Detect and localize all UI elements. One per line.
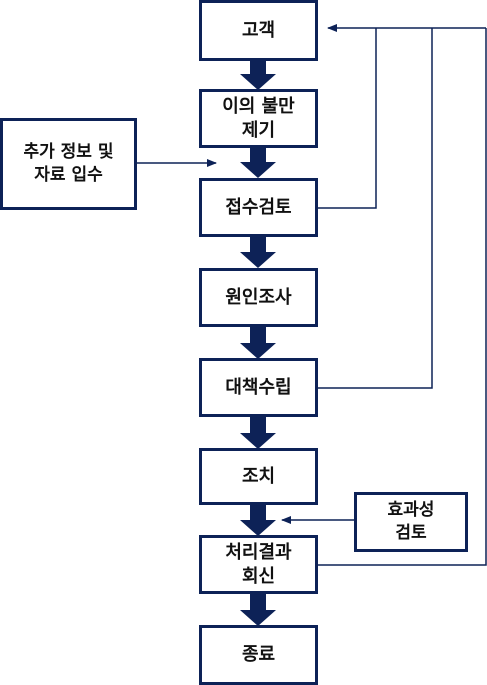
main-flow-arrows [240, 61, 276, 626]
box-end: 종료 [199, 625, 318, 685]
feedback-line-result [318, 28, 487, 566]
feedback-lines [137, 24, 487, 566]
box-action: 조치 [199, 448, 318, 505]
block-arrow-review-to-investigation [240, 237, 276, 268]
block-arrow-customer-to-complaint [240, 61, 276, 90]
block-arrow-planning-to-action [240, 417, 276, 449]
feedback-line-planning [318, 28, 433, 389]
box-planning: 대책수립 [199, 358, 318, 417]
feedback-line-review [318, 28, 377, 209]
box-investigation: 원인조사 [199, 268, 318, 327]
box-result-reply: 처리결과 회신 [199, 535, 318, 594]
block-arrow-action-to-result [240, 505, 276, 536]
box-review: 접수검토 [199, 178, 318, 237]
box-effectiveness: 효과성 검토 [354, 492, 468, 552]
box-complaint: 이의 불만 제기 [199, 89, 318, 148]
block-arrow-complaint-to-review [240, 148, 276, 178]
block-arrow-result-to-end [240, 594, 276, 626]
block-arrow-investigation-to-planning [240, 327, 276, 359]
box-customer: 고객 [199, 0, 318, 61]
box-additional-info: 추가 정보 및 자료 입수 [0, 118, 137, 210]
